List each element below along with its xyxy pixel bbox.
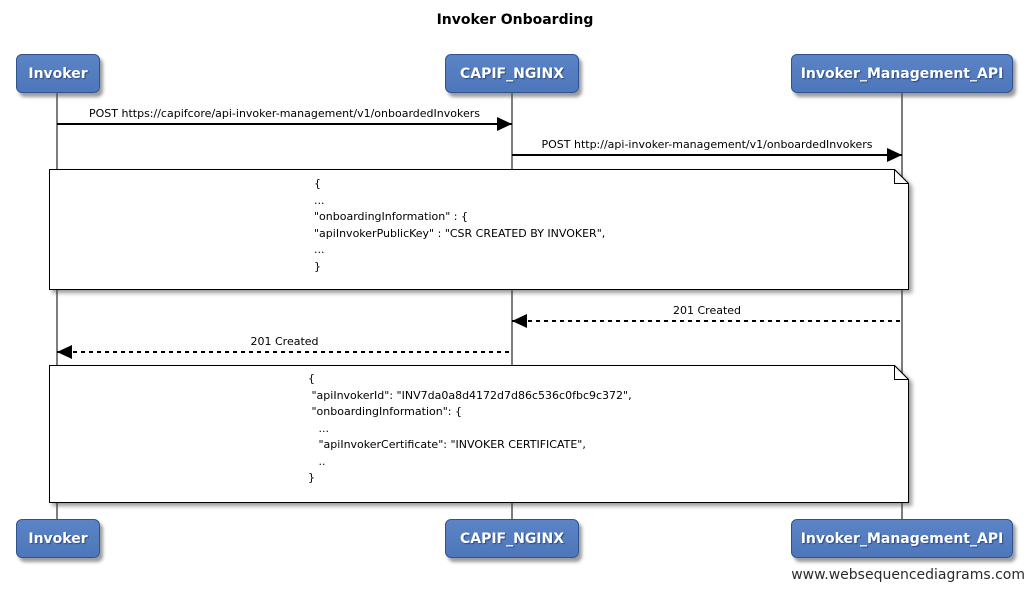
message-label: 201 Created [672, 304, 742, 317]
message-post-onboarded-invokers-https: POST https://capifcore/api-invoker-manag… [57, 107, 512, 131]
message-post-onboarded-invokers-http: POST http://api-invoker-management/v1/on… [512, 138, 902, 162]
watermark-text: www.websequencediagrams.com [791, 567, 1025, 583]
actor-bottom-invoker-management-api: Invoker_Management_API [791, 519, 1013, 558]
actor-top-capif-nginx: CAPIF_NGINX [445, 54, 579, 93]
actor-label: CAPIF_NGINX [459, 530, 565, 547]
message-label: POST http://api-invoker-management/v1/on… [541, 138, 873, 151]
arrowhead-left-icon [512, 314, 527, 328]
actor-top-invoker: Invoker [16, 54, 100, 93]
message-201-created-to-capif: 201 Created [512, 304, 902, 328]
message-label: 201 Created [250, 335, 319, 348]
arrowhead-right-icon [887, 148, 902, 162]
message-line [512, 154, 902, 156]
actor-label: Invoker [28, 530, 88, 547]
actor-label: Invoker_Management_API [800, 530, 1004, 547]
lifeline-invoker [56, 92, 58, 520]
note-request-body-shape [49, 169, 909, 290]
actor-top-invoker-management-api: Invoker_Management_API [791, 54, 1013, 93]
message-line [512, 320, 902, 322]
message-label: POST https://capifcore/api-invoker-manag… [89, 107, 480, 120]
actor-label: CAPIF_NGINX [459, 65, 565, 82]
arrowhead-left-icon [57, 345, 72, 359]
arrowhead-right-icon [497, 117, 512, 131]
message-line [57, 123, 512, 125]
actor-bottom-invoker: Invoker [16, 519, 100, 558]
message-201-created-to-invoker: 201 Created [57, 335, 512, 359]
actor-label: Invoker_Management_API [800, 65, 1004, 82]
lifeline-capif-nginx [511, 92, 513, 520]
note-response-body-text: { "apiInvokerId": "INV7da0a8d4172d7d86c5… [308, 372, 632, 484]
diagram-title: Invoker Onboarding [436, 12, 594, 28]
actor-bottom-capif-nginx: CAPIF_NGINX [445, 519, 579, 558]
note-request-body-text: { ... "onboardingInformation" : { "apiIn… [314, 177, 606, 273]
message-line [57, 351, 512, 353]
actor-label: Invoker [28, 65, 88, 82]
note-response-body-shape [49, 365, 909, 503]
lifeline-invoker-management-api [901, 92, 903, 520]
